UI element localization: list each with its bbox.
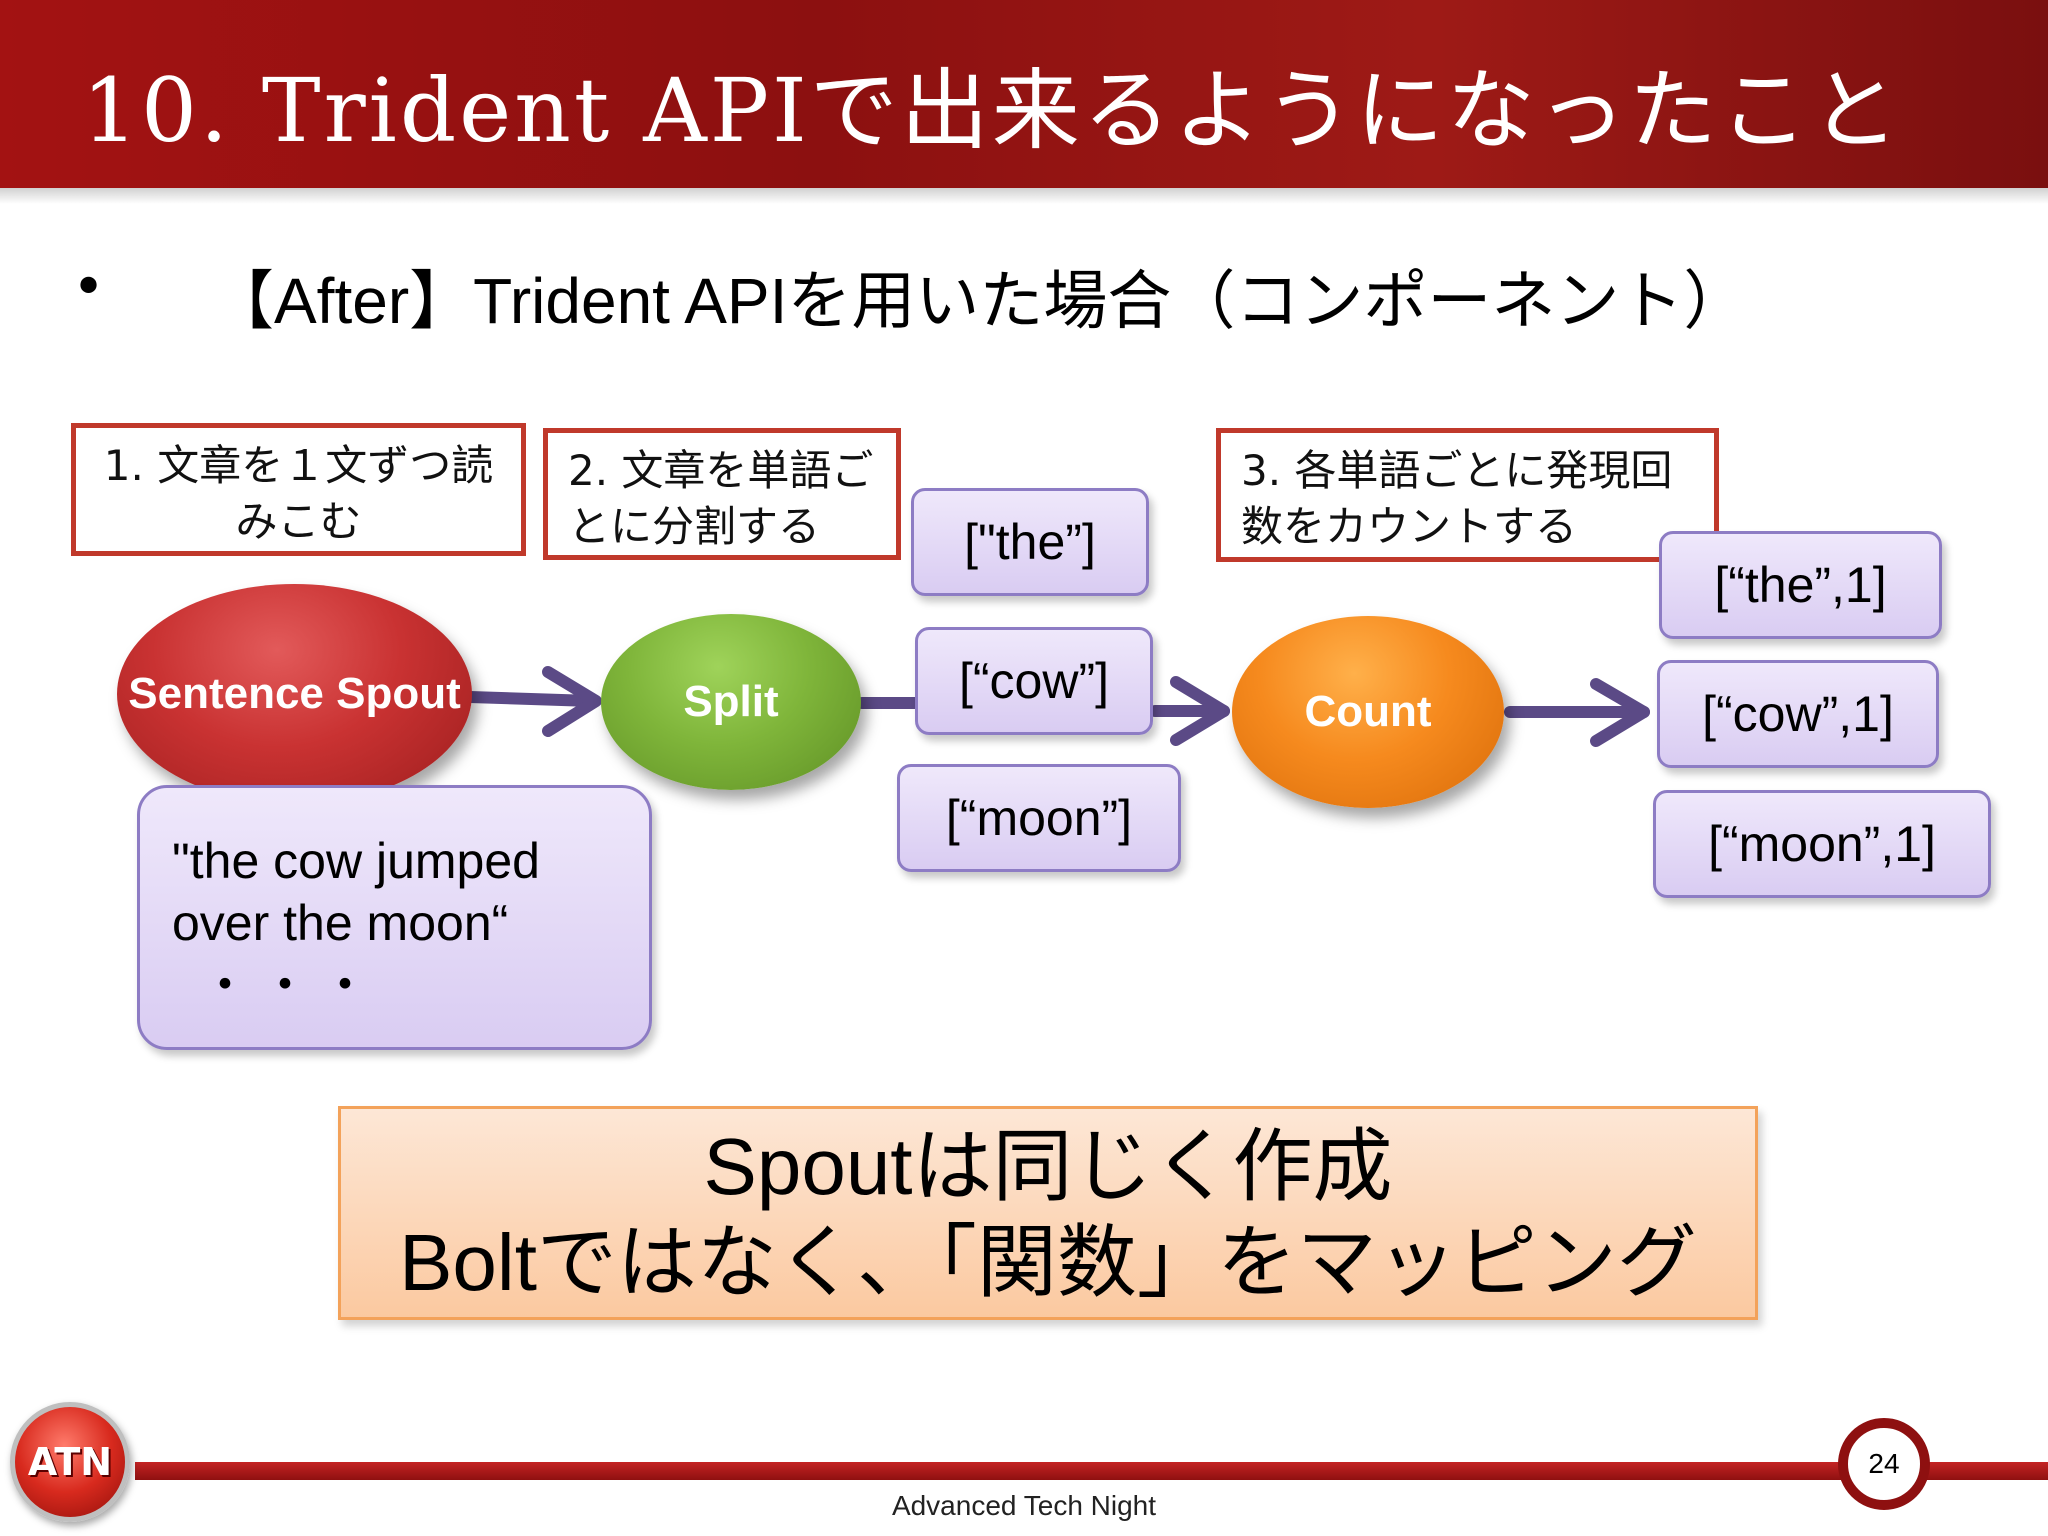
arrow-head-count-to-output	[1590, 678, 1650, 747]
count-node: Count	[1232, 616, 1504, 808]
count-tuple-the: [“the”,1]	[1659, 531, 1942, 639]
callout-line-1: Spoutは同じく作成	[703, 1122, 1393, 1211]
sentence-spout-node: Sentence Spout	[117, 584, 472, 804]
summary-callout: Spoutは同じく作成 Boltではなく、「関数」をマッピング	[338, 1106, 1758, 1320]
split-tuple-the: ["the”]	[911, 488, 1149, 596]
step-label-2: 2. 文章を単語ごとに分割する	[543, 428, 901, 560]
count-tuple-cow: [“cow”,1]	[1657, 660, 1939, 768]
split-tuple-moon: [“moon”]	[897, 764, 1181, 872]
arrow-head-tuples-to-count	[1170, 676, 1230, 746]
atn-logo: ATN	[10, 1402, 130, 1522]
arrow-head-spout-to-split	[542, 666, 602, 737]
bullet-marker: •	[72, 255, 106, 320]
count-tuple-moon: [“moon”,1]	[1653, 790, 1991, 898]
split-node: Split	[601, 614, 861, 790]
split-tuple-cow: [“cow”]	[915, 627, 1153, 735]
slide-title: 10. Trident APIで出来るようになったこと	[82, 59, 1902, 162]
page-number: 24	[1838, 1418, 1930, 1510]
step-label-3: 3. 各単語ごとに発現回数をカウントする	[1216, 428, 1719, 562]
footer-rule	[135, 1462, 2048, 1480]
footer-text: Advanced Tech Night	[891, 1490, 1157, 1521]
bullet-text: 【After】Trident APIを用いた場合（コンポーネント）	[210, 265, 1748, 337]
arrow-spout-to-split	[464, 691, 598, 707]
sentence-line-1: "the cow jumped	[172, 833, 540, 889]
sentence-line-2: over the moon“	[172, 895, 509, 951]
sentence-ellipsis: ・・・	[200, 957, 380, 1013]
callout-line-2: Boltではなく、「関数」をマッピング	[399, 1218, 1697, 1307]
title-bar: 10. Trident APIで出来るようになったこと	[0, 0, 2048, 204]
step-label-1: 1. 文章を１文ずつ読みこむ	[71, 423, 526, 556]
sentence-stream-box: "the cow jumped over the moon“ ・・・	[137, 785, 652, 1050]
